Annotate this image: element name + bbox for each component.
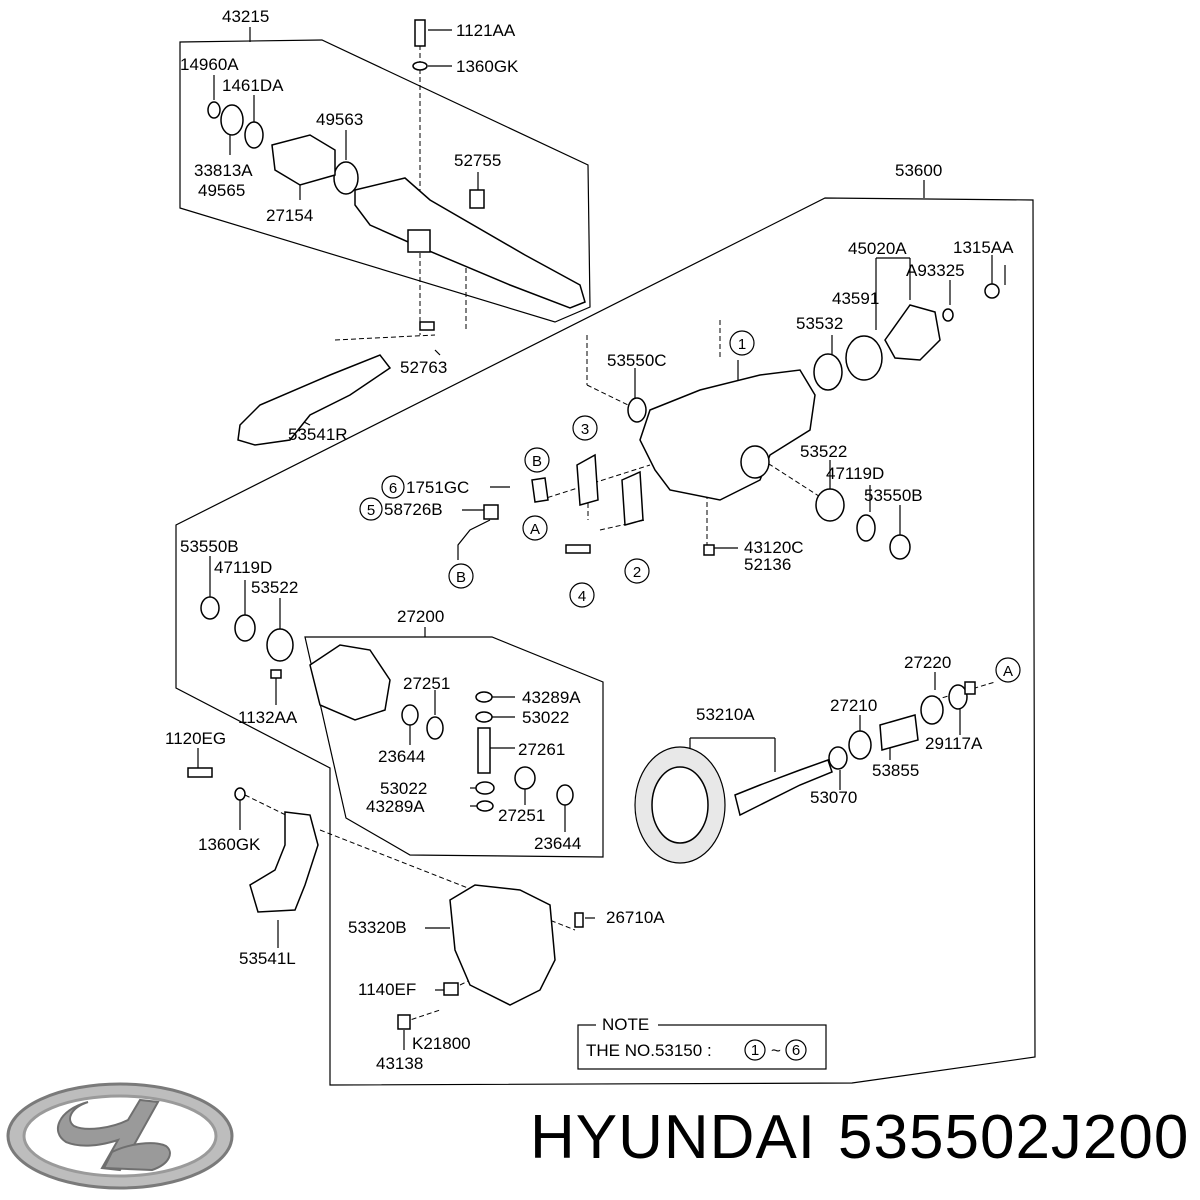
note-range-from: 1 (751, 1042, 759, 1059)
label-49563: 49563 (316, 110, 363, 129)
note-text: THE NO.53150 : (586, 1041, 712, 1060)
label-29117A: 29117A (925, 734, 983, 753)
label-K21800: K21800 (412, 1034, 471, 1053)
label-49565: 49565 (198, 181, 245, 200)
label-43120C: 43120C (744, 538, 804, 557)
callout-4: 4 (578, 588, 586, 605)
note-title: NOTE (602, 1015, 649, 1034)
label-53320B: 53320B (348, 918, 407, 937)
label-1751GC: 1751GC (406, 478, 469, 497)
callout-B-top: B (532, 453, 542, 470)
label-53522-right: 53522 (800, 442, 847, 461)
group-box-53600 (175, 197, 1036, 1086)
label-52763: 52763 (400, 358, 447, 377)
label-1120EG: 1120EG (165, 729, 226, 748)
label-1140EF: 1140EF (358, 980, 416, 999)
label-53550C: 53550C (607, 351, 667, 370)
label-1360GK-top: 1360GK (456, 57, 519, 76)
label-53600: 53600 (895, 161, 942, 180)
label-1121AA: 1121AA (456, 21, 516, 40)
label-27210: 27210 (830, 696, 877, 715)
callout-A-mid: A (530, 521, 540, 538)
label-53550B-right: 53550B (864, 486, 923, 505)
label-26710A: 26710A (606, 908, 665, 927)
label-53022-a: 53022 (522, 708, 569, 727)
label-53541L: 53541L (239, 949, 296, 968)
label-1360GK-bottom: 1360GK (198, 835, 261, 854)
label-27251-a: 27251 (403, 674, 450, 693)
callout-A-right: A (1003, 663, 1013, 680)
note-box (577, 1024, 827, 1070)
label-53022-b: 53022 (380, 779, 427, 798)
note-range-sep: ~ (771, 1041, 781, 1060)
label-53532: 53532 (796, 314, 843, 333)
brand-name: HYUNDAI (530, 1103, 817, 1172)
label-1132AA: 1132AA (238, 708, 298, 727)
label-52136: 52136 (744, 555, 791, 574)
callout-2: 2 (633, 564, 641, 581)
label-14960A: 14960A (180, 55, 239, 74)
label-A93325: A93325 (906, 261, 965, 280)
label-53550B-left: 53550B (180, 537, 239, 556)
label-27200: 27200 (397, 607, 444, 626)
label-53541R: 53541R (288, 425, 348, 444)
label-1315AA: 1315AA (953, 238, 1014, 257)
label-43591: 43591 (832, 289, 879, 308)
label-27261: 27261 (518, 740, 565, 759)
label-45020A: 45020A (848, 239, 907, 258)
group-box-43215 (179, 39, 591, 323)
label-43289A-b: 43289A (366, 797, 425, 816)
label-53210A: 53210A (696, 705, 755, 724)
part-number: 535502J200 (838, 1103, 1190, 1172)
label-43138: 43138 (376, 1054, 423, 1073)
callout-1: 1 (738, 336, 746, 353)
label-53855: 53855 (872, 761, 919, 780)
label-47119D-right: 47119D (826, 464, 884, 483)
group-box-27200 (304, 636, 604, 858)
label-52755: 52755 (454, 151, 501, 170)
label-53522-left: 53522 (251, 578, 298, 597)
footer-caption: HYUNDAI 535502J200 (530, 1102, 1200, 1173)
note-range-to: 6 (792, 1042, 800, 1059)
callout-B-bottom: B (456, 569, 466, 586)
label-1461DA: 1461DA (222, 76, 284, 95)
callout-6: 6 (389, 480, 397, 497)
hyundai-logo (6, 1082, 234, 1190)
label-33813A: 33813A (194, 161, 253, 180)
label-23644-b: 23644 (534, 834, 581, 853)
label-58726B: 58726B (384, 500, 443, 519)
callout-3: 3 (581, 421, 589, 438)
label-23644-a: 23644 (378, 747, 425, 766)
label-47119D-left: 47119D (214, 558, 272, 577)
label-43289A-a: 43289A (522, 688, 581, 707)
callout-5: 5 (367, 502, 375, 519)
label-27251-b: 27251 (498, 806, 545, 825)
label-27154: 27154 (266, 206, 313, 225)
label-27220: 27220 (904, 653, 951, 672)
label-43215: 43215 (222, 7, 269, 26)
label-53070: 53070 (810, 788, 857, 807)
